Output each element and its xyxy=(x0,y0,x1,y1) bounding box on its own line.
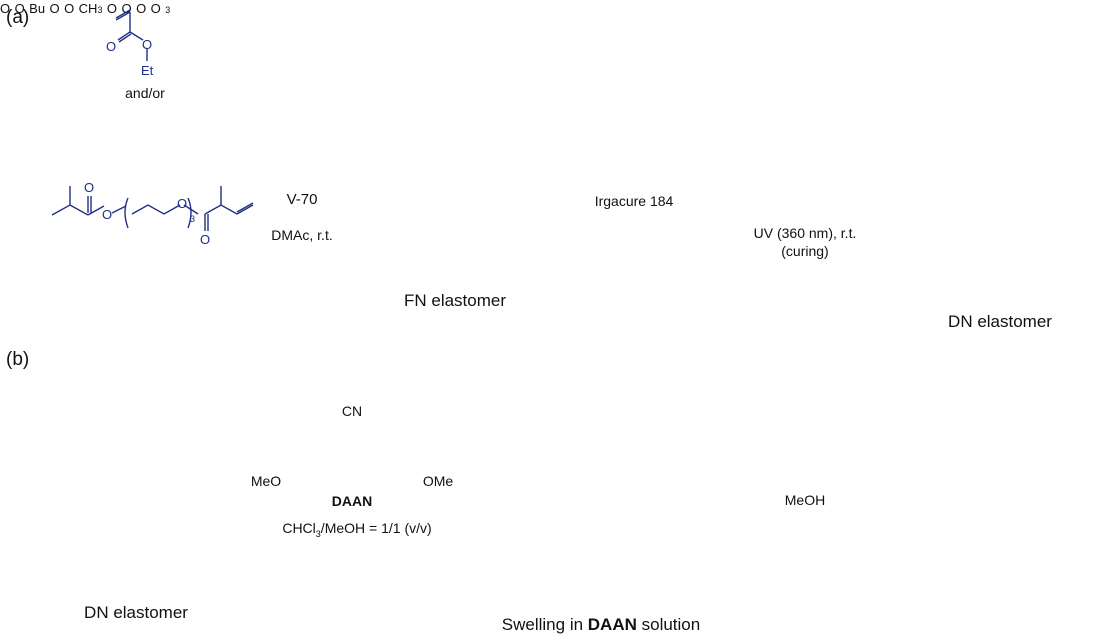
methyl-acrylate-ester-o: O xyxy=(64,1,75,16)
crosslinker-2-o4: O xyxy=(150,1,161,16)
solvent-label: CHCl3/MeOH = 1/1 (v/v) xyxy=(282,520,432,539)
fn-elastomer-caption: FN elastomer xyxy=(403,291,507,310)
and-or-label: and/or xyxy=(125,85,165,101)
butyl-group-label: Bu xyxy=(29,1,46,16)
methyl-acrylate-carbonyl-o: O xyxy=(49,1,60,16)
uv-condition-label-1: UV (360 nm), r.t. xyxy=(753,225,857,241)
ethyl-acrylate-carbonyl-o: O xyxy=(106,39,116,54)
fn-elastomer-box: O O CH3 O O O O 3 xyxy=(6,0,1052,633)
crosslinker-2-o1: O xyxy=(106,1,118,16)
crosslinker-o2: O xyxy=(102,207,112,222)
wash-solvent-label: MeOH xyxy=(784,492,826,508)
crosslinker-2-o3: O xyxy=(136,1,147,16)
photoinitiator-label: Irgacure 184 xyxy=(594,193,674,209)
daan-name-label: DAAN xyxy=(331,493,373,509)
dn-elastomer-caption-a: DN elastomer xyxy=(948,312,1052,331)
dn-elastomer-caption-b: DN elastomer xyxy=(84,603,188,622)
reaction-arrow-1: O O CH3 O O O O 3 xyxy=(6,0,1052,633)
uv-condition-label-2: (curing) xyxy=(781,243,829,259)
crosslinker-structure xyxy=(51,186,254,231)
initiator-label: V-70 xyxy=(286,191,318,208)
conditions-label: DMAc, r.t. xyxy=(271,227,333,243)
ethyl-group-label: Et xyxy=(141,63,154,78)
crosslinker-subscript-1: 3 xyxy=(190,214,195,224)
crosslinker-o1: O xyxy=(84,180,94,195)
ethyl-acrylate-structure xyxy=(115,9,148,61)
daan-ome-label: OMe xyxy=(422,473,454,489)
panel-label-a: (a) xyxy=(6,7,30,28)
swelling-caption: Swelling in DAAN solution xyxy=(501,615,701,634)
daan-meo-label: MeO xyxy=(250,473,282,489)
crosslinker-o3: O xyxy=(177,196,187,211)
butyl-acrylate-ester-o: O xyxy=(14,1,25,16)
panel-label-b: (b) xyxy=(6,349,30,370)
crosslinker-2-o2: O xyxy=(121,1,132,16)
daan-cn-label: CN xyxy=(341,403,363,419)
methyl-group-label: CH3 xyxy=(78,1,103,16)
ethyl-acrylate-ester-o: O xyxy=(142,37,152,52)
crosslinker-subscript-2: 3 xyxy=(165,5,171,15)
butyl-acrylate-carbonyl-o: O xyxy=(0,1,11,16)
crosslinker-o4: O xyxy=(200,232,210,247)
